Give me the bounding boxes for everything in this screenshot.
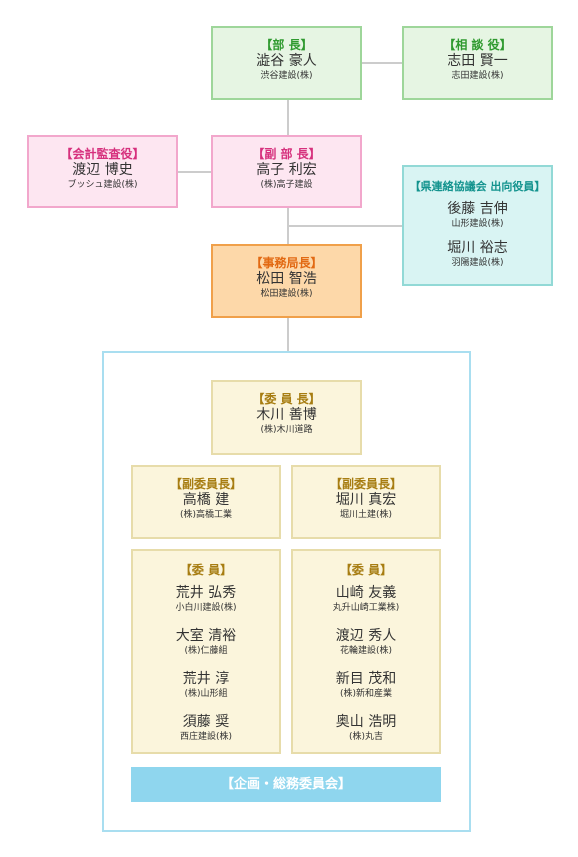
kenrenraku-member: 後藤 吉伸 山形建設(株) — [404, 200, 551, 230]
iin-member-company: 西庄建設(株) — [179, 732, 233, 742]
iin-member-name: 荒井 弘秀 — [175, 585, 237, 601]
kaikei-box: 【会計監査役】 渡辺 博史 ブッシュ建設(株) — [27, 135, 178, 208]
iin-member-company: (株)仁藤組 — [184, 646, 228, 656]
iin-member-name: 新目 茂和 — [335, 671, 397, 687]
committee-title-bar: 【企画・総務委員会】 — [131, 767, 441, 802]
iin-role: 【委 員】 — [339, 563, 393, 577]
sodanyaku-box: 【相 談 役】 志田 賢一 志田建設(株) — [402, 26, 553, 100]
iin-member: 奥山 浩明 (株)丸吉 — [293, 713, 439, 743]
iin-role: 【委 員】 — [179, 563, 233, 577]
iin-member-company: (株)丸吉 — [348, 732, 384, 742]
fuku-iincho-name: 高橋 建 — [182, 492, 230, 508]
kenrenraku-member-name: 堀川 裕志 — [447, 240, 508, 256]
fukubucho-role: 【副 部 長】 — [252, 147, 321, 161]
fuku-iincho-company: (株)高橋工業 — [179, 510, 233, 520]
iin-member: 新目 茂和 (株)新和産業 — [293, 670, 439, 700]
iin-member-company: 花輪建設(株) — [339, 646, 393, 656]
kenrenraku-box: 【県連絡協議会 出向役員】 後藤 吉伸 山形建設(株) 堀川 裕志 羽陽建設(株… — [402, 165, 553, 286]
connector-kenrenraku — [289, 225, 402, 227]
iin-member-company: (株)新和産業 — [339, 689, 393, 699]
iin-member-name: 奥山 浩明 — [335, 714, 397, 730]
kaikei-company: ブッシュ建設(株) — [67, 180, 138, 190]
bucho-box: 【部 長】 澁谷 豪人 渋谷建設(株) — [211, 26, 362, 100]
jimukyoku-name: 松田 智浩 — [256, 271, 317, 287]
sodanyaku-company: 志田建設(株) — [451, 71, 504, 81]
iin-right-box: 【委 員】 山崎 友義 丸升山崎工業株) 渡辺 秀人 花輪建設(株) 新目 茂和… — [291, 549, 441, 754]
fukubucho-name: 高子 利宏 — [256, 162, 317, 178]
iin-left-box: 【委 員】 荒井 弘秀 小白川建設(株) 大室 清裕 (株)仁藤組 荒井 淳 (… — [131, 549, 281, 754]
connector-kaikei-fukubucho — [176, 171, 213, 173]
fuku-iincho-role: 【副委員長】 — [169, 477, 242, 491]
connector-main-vertical-top — [287, 98, 289, 136]
iin-member: 大室 清裕 (株)仁藤組 — [133, 627, 279, 657]
iincho-name: 木川 善博 — [256, 407, 317, 423]
iin-member: 荒井 弘秀 小白川建設(株) — [133, 584, 279, 614]
connector-main-vertical-mid — [287, 206, 289, 244]
fuku-iincho-name: 堀川 真宏 — [335, 492, 397, 508]
connector-main-vertical-bottom — [287, 316, 289, 352]
kaikei-role: 【会計監査役】 — [60, 147, 145, 161]
iin-member-company: 丸升山崎工業株) — [332, 603, 400, 613]
iin-member: 荒井 淳 (株)山形組 — [133, 670, 279, 700]
iin-member-company: (株)山形組 — [184, 689, 228, 699]
iin-member: 渡辺 秀人 花輪建設(株) — [293, 627, 439, 657]
bucho-company: 渋谷建設(株) — [260, 71, 313, 81]
fuku-iincho-left-box: 【副委員長】 高橋 建 (株)高橋工業 — [131, 465, 281, 539]
fukubucho-company: (株)高子建設 — [260, 180, 313, 190]
bucho-name: 澁谷 豪人 — [256, 53, 317, 69]
kaikei-name: 渡辺 博史 — [72, 162, 133, 178]
iin-member-name: 須藤 奨 — [182, 714, 230, 730]
iin-member-name: 山崎 友義 — [335, 585, 397, 601]
bucho-role: 【部 長】 — [260, 38, 313, 52]
kenrenraku-member-name: 後藤 吉伸 — [447, 201, 508, 217]
jimukyoku-role: 【事務局長】 — [250, 256, 323, 270]
iin-member-name: 大室 清裕 — [175, 628, 237, 644]
connector-bucho-sodanyaku — [360, 62, 404, 64]
iin-member: 須藤 奨 西庄建設(株) — [133, 713, 279, 743]
kenrenraku-role: 【県連絡協議会 出向役員】 — [409, 180, 546, 193]
iin-member-name: 渡辺 秀人 — [335, 628, 397, 644]
sodanyaku-role: 【相 談 役】 — [443, 38, 512, 52]
kenrenraku-member-company: 羽陽建設(株) — [451, 258, 504, 268]
iin-member-name: 荒井 淳 — [182, 671, 230, 687]
fuku-iincho-company: 堀川土建(株) — [339, 510, 393, 520]
iin-member-company: 小白川建設(株) — [175, 603, 237, 613]
sodanyaku-name: 志田 賢一 — [447, 53, 508, 69]
fukubucho-box: 【副 部 長】 高子 利宏 (株)高子建設 — [211, 135, 362, 208]
kenrenraku-member-company: 山形建設(株) — [451, 219, 504, 229]
iincho-box: 【委 員 長】 木川 善博 (株)木川道路 — [211, 380, 362, 455]
fuku-iincho-role: 【副委員長】 — [329, 477, 402, 491]
iincho-role: 【委 員 長】 — [252, 392, 321, 406]
jimukyoku-box: 【事務局長】 松田 智浩 松田建設(株) — [211, 244, 362, 318]
kenrenraku-member: 堀川 裕志 羽陽建設(株) — [404, 239, 551, 269]
iincho-company: (株)木川道路 — [260, 425, 313, 435]
fuku-iincho-right-box: 【副委員長】 堀川 真宏 堀川土建(株) — [291, 465, 441, 539]
jimukyoku-company: 松田建設(株) — [260, 289, 313, 299]
iin-member: 山崎 友義 丸升山崎工業株) — [293, 584, 439, 614]
